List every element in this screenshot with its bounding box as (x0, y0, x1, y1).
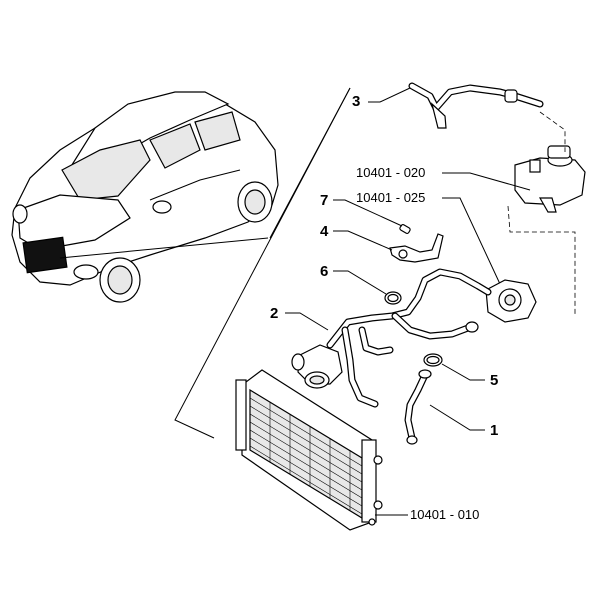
part-1-hose (404, 369, 432, 445)
detail-bracket-line-2 (269, 87, 351, 239)
leader-020 (442, 172, 531, 191)
callout-5: 5 (490, 372, 498, 389)
part-2-hose-assembly (291, 268, 492, 408)
detail-bracket-line (174, 87, 351, 439)
radiator (235, 369, 383, 531)
dashed-link-2 (507, 205, 576, 315)
callout-1: 1 (490, 422, 498, 439)
car-leader-line (59, 237, 269, 259)
part-5-clamp (423, 353, 443, 367)
leader-2 (285, 312, 329, 331)
dashed-link-1 (539, 111, 566, 152)
car-illustration (11, 91, 279, 303)
callout-2: 2 (270, 305, 278, 322)
leader-3 (368, 87, 411, 103)
code-10401-010: 10401 - 010 (410, 507, 479, 522)
leader-5 (441, 363, 485, 381)
part-4-bracket (389, 233, 444, 263)
leader-025 (442, 197, 501, 285)
callout-6: 6 (320, 263, 328, 280)
leader-6 (333, 270, 387, 295)
leader-7 (333, 199, 403, 227)
part-3-hose (408, 82, 544, 129)
leader-4 (333, 230, 393, 251)
part-6-clamp (384, 291, 402, 305)
callout-3: 3 (352, 93, 360, 110)
code-10401-025: 10401 - 025 (356, 190, 425, 205)
leader-1 (429, 404, 485, 431)
part-7-clip (399, 224, 411, 234)
callout-4: 4 (320, 223, 329, 240)
callout-7: 7 (320, 192, 328, 209)
expansion-tank (514, 145, 586, 213)
code-10401-020: 10401 - 020 (356, 165, 425, 180)
electric-pump (485, 279, 537, 323)
